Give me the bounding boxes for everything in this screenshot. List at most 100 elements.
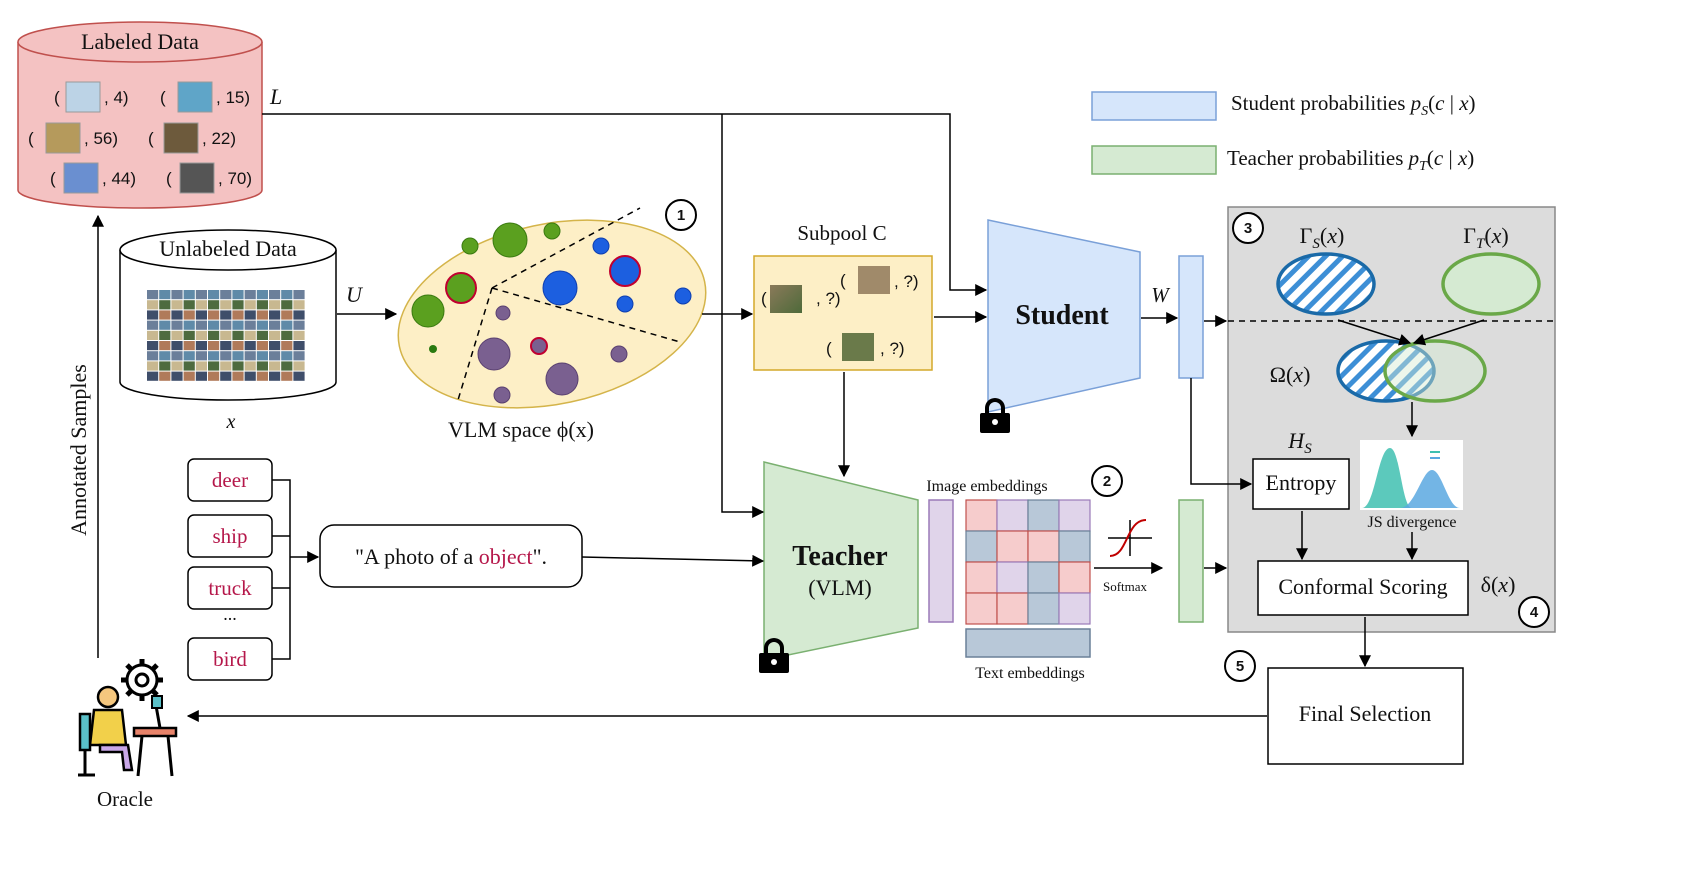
mosaic-tile [293, 330, 305, 340]
mosaic-tile [281, 371, 293, 381]
sample-label-1: , 15) [216, 88, 250, 107]
step-5: 5 [1236, 658, 1244, 675]
gamma-s-label: ΓS(x) [1300, 223, 1345, 252]
mosaic-tile [281, 300, 293, 310]
mosaic-tile [220, 300, 232, 310]
mosaic-tile [159, 361, 171, 371]
similarity-cell [965, 499, 998, 532]
svg-text:(: ( [160, 88, 166, 107]
similarity-cell [1027, 499, 1060, 532]
mosaic-tile [293, 310, 305, 320]
mosaic-tile [195, 341, 207, 351]
sample-label-2: , 56) [84, 129, 118, 148]
mosaic-tile [208, 341, 220, 351]
similarity-cell [1027, 561, 1060, 594]
mosaic-tile [171, 330, 183, 340]
mosaic-tile [195, 320, 207, 330]
student-label: Student [1015, 300, 1109, 331]
mosaic-tile [171, 290, 183, 300]
mosaic-tile [293, 371, 305, 381]
horse-thumb [177, 81, 213, 113]
vlm-space [397, 207, 707, 409]
mosaic-tile [244, 290, 256, 300]
mosaic-tile [281, 310, 293, 320]
mosaic-tile [244, 300, 256, 310]
mosaic-tile [293, 300, 305, 310]
mosaic-tile [208, 310, 220, 320]
sample-label-4: , 44) [102, 169, 136, 188]
mosaic-tile [208, 290, 220, 300]
similarity-cell [1058, 499, 1091, 532]
car-thumb [179, 162, 215, 194]
mosaic-tile [256, 361, 268, 371]
conformal-scoring-box [1257, 560, 1469, 616]
mosaic-tile [244, 351, 256, 361]
mosaic-tile [147, 351, 159, 361]
mosaic-tile [220, 371, 232, 381]
mosaic-tile [183, 330, 195, 340]
teacher-sublabel: (VLM) [808, 575, 872, 600]
mosaic-tile [269, 341, 281, 351]
similarity-cell [965, 592, 998, 625]
softmax-label: Softmax [1103, 579, 1148, 594]
legend-student-swatch [1091, 91, 1217, 121]
mosaic-tile [147, 300, 159, 310]
mosaic-tile [232, 361, 244, 371]
mosaic-tile [159, 351, 171, 361]
svg-text:(: ( [166, 169, 172, 188]
mosaic-tile [293, 341, 305, 351]
labeled-symbol: L [269, 84, 282, 109]
omega-label: Ω(x) [1270, 362, 1311, 387]
mosaic-tile [293, 351, 305, 361]
mosaic-tile [269, 351, 281, 361]
legend-teacher-swatch [1091, 145, 1217, 175]
mosaic-tile [195, 300, 207, 310]
oracle-icon [78, 659, 178, 777]
similarity-cell [996, 530, 1029, 563]
step-1: 1 [677, 207, 685, 224]
mosaic-tile [171, 320, 183, 330]
mosaic-tile [293, 361, 305, 371]
class-prompts: deer ship truck ... bird [187, 458, 291, 681]
class-name-0: deer [212, 468, 248, 492]
final-selection-box [1267, 667, 1464, 765]
student-lock-icon [980, 398, 1010, 433]
js-divergence-plot [1360, 440, 1463, 510]
mosaic-tile [147, 361, 159, 371]
subpool-title: Subpool C [797, 221, 886, 245]
mosaic-tile [281, 330, 293, 340]
step-3: 3 [1244, 220, 1252, 237]
mosaic-tile [269, 300, 281, 310]
student-set-ellipse [1276, 252, 1376, 316]
final-selection-label: Final Selection [1299, 701, 1432, 726]
mosaic-tile [232, 351, 244, 361]
mosaic-tile [220, 330, 232, 340]
entropy-label: Entropy [1266, 470, 1337, 495]
mosaic-tile [195, 351, 207, 361]
mosaic-tile [147, 290, 159, 300]
teacher-label: Teacher [792, 541, 887, 572]
subpool-item-2: , ?) [880, 339, 905, 358]
mosaic-tile [220, 351, 232, 361]
mosaic-tile [183, 300, 195, 310]
mosaic-tile [220, 361, 232, 371]
subpool-thumb-0 [770, 285, 802, 313]
mosaic-tile [232, 341, 244, 351]
mosaic-tile [195, 330, 207, 340]
delta-label: δ(x) [1481, 572, 1516, 597]
mosaic-tile [147, 371, 159, 381]
mosaic-tile [159, 310, 171, 320]
mosaic-tile [147, 330, 159, 340]
mosaic-tile [269, 371, 281, 381]
sample-label-5: , 70) [218, 169, 252, 188]
mosaic-tile [232, 310, 244, 320]
mosaic-tile [208, 361, 220, 371]
similarity-cell [996, 561, 1029, 594]
teacher-model: Teacher (VLM) [763, 461, 919, 661]
mosaic-tile [220, 310, 232, 320]
sample-label-3: , 22) [202, 129, 236, 148]
mosaic-tile [269, 290, 281, 300]
legend-teacher-text: Teacher probabilities pT(c | x) [1227, 146, 1474, 174]
class-ellipsis: ... [223, 604, 237, 624]
input-var-x: x [226, 411, 236, 433]
